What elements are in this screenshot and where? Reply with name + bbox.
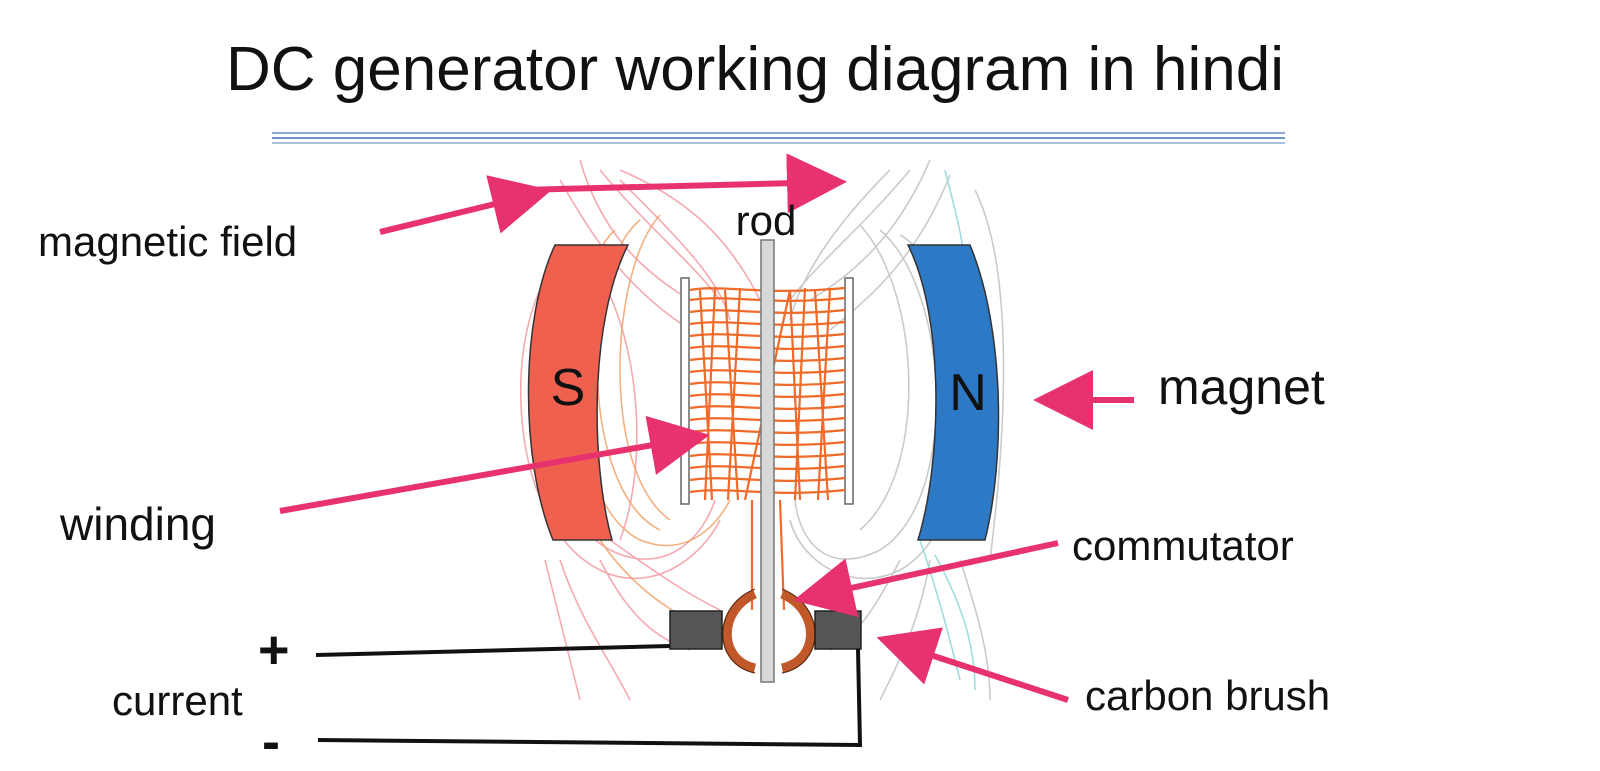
diagram-title: DC generator working diagram in hindi: [226, 35, 1284, 104]
plus-terminal-label: +: [258, 620, 290, 680]
carbon-brush-label: carbon brush: [1085, 672, 1330, 719]
current-label: current: [112, 677, 243, 724]
pointer-arrows: [279, 153, 1134, 703]
title-underline: [272, 132, 1285, 144]
minus-terminal-label: -: [262, 712, 280, 771]
magnetic-field-label: magnetic field: [38, 218, 297, 265]
winding-label: winding: [59, 498, 216, 550]
magnetic-field-arrow: [379, 175, 552, 235]
north-magnet: N: [906, 244, 1000, 541]
winding-arrow: [279, 415, 710, 514]
armature-winding: [689, 286, 846, 611]
magnet-label: magnet: [1158, 359, 1325, 415]
south-magnet: S: [527, 244, 630, 541]
commutator-arrow: [793, 540, 1059, 618]
carbon-brush-left: [669, 610, 723, 650]
south-pole-label: S: [551, 359, 586, 417]
carbon-brush-right: [814, 610, 862, 650]
north-pole-label: N: [949, 364, 987, 422]
armature-left-plate: [680, 277, 690, 505]
circuit-wires: [315, 644, 863, 748]
magnetic-field-arrow-upper: [519, 153, 847, 214]
rod: [760, 239, 775, 683]
rod-label: rod: [736, 197, 797, 244]
commutator: [722, 589, 815, 673]
commutator-label: commutator: [1072, 522, 1294, 569]
armature-right-plate: [844, 277, 854, 505]
carbon-brush-arrow: [876, 627, 1069, 703]
